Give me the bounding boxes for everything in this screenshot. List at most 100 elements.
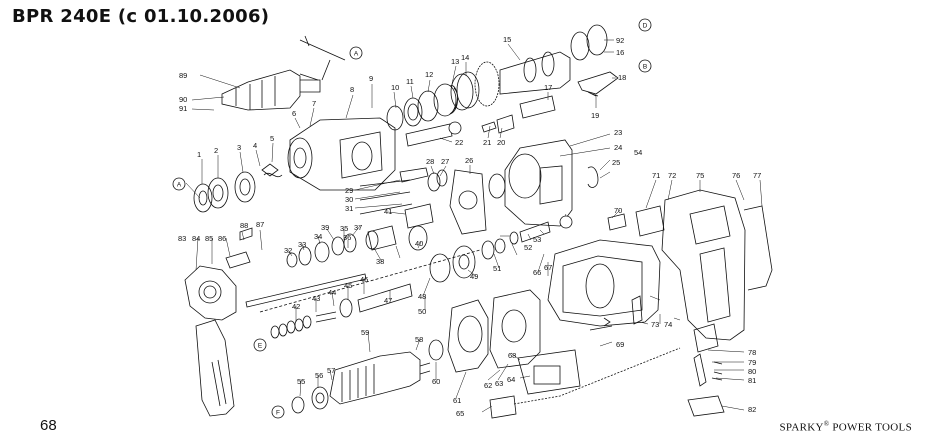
callout-b-circle — [638, 59, 652, 73]
part-label-10: 10 — [391, 83, 399, 92]
part-label-38: 38 — [376, 257, 384, 266]
callout-markers — [172, 18, 652, 419]
callout-e-label: E — [258, 343, 263, 350]
part-label-83: 83 — [178, 234, 186, 243]
part-label-50: 50 — [418, 307, 426, 316]
part-label-73: 73 — [651, 320, 659, 329]
part-label-92: 92 — [616, 36, 624, 45]
part-label-60: 60 — [432, 377, 440, 386]
part-label-51: 51 — [493, 264, 501, 273]
part-label-72: 72 — [668, 171, 676, 180]
callout-a-circle — [349, 46, 363, 60]
part-label-53: 53 — [533, 235, 541, 244]
part-label-33: 33 — [298, 240, 306, 249]
part-label-77: 77 — [753, 171, 761, 180]
clutch-assembly-drawing — [386, 24, 619, 131]
part-label-47: 47 — [384, 296, 392, 305]
part-label-29: 29 — [345, 186, 353, 195]
part-label-17: 17 — [544, 83, 552, 92]
callout-d-label: D — [643, 23, 648, 30]
part-label-88: 88 — [240, 221, 248, 230]
part-label-87: 87 — [256, 220, 264, 229]
intermediate-gears-drawing — [286, 167, 448, 268]
part-label-34: 34 — [314, 232, 322, 241]
leader-lines — [185, 39, 763, 413]
part-label-90: 90 — [179, 95, 187, 104]
callout-letters: A D B A E F — [177, 23, 648, 417]
part-label-42: 42 — [292, 302, 300, 311]
part-label-78: 78 — [748, 348, 756, 357]
part-label-20: 20 — [497, 138, 505, 147]
part-label-30: 30 — [345, 195, 353, 204]
brand-footer: SPARKY® POWER TOOLS — [780, 420, 913, 434]
part-label-81: 81 — [748, 376, 756, 385]
part-label-57: 57 — [327, 366, 335, 375]
chuck-key-drawing — [299, 35, 346, 81]
front-bearing-stack-drawing — [193, 163, 283, 213]
part-label-70: 70 — [614, 206, 622, 215]
part-label-5: 5 — [270, 134, 274, 143]
part-label-18: 18 — [618, 73, 626, 82]
part-label-66: 66 — [533, 268, 541, 277]
part-label-12: 12 — [425, 70, 433, 79]
callout-a-label: A — [354, 51, 359, 58]
gear-housing-drawing — [287, 117, 396, 191]
part-label-65: 65 — [456, 409, 464, 418]
part-label-71: 71 — [652, 171, 660, 180]
part-label-3: 3 — [237, 143, 241, 152]
depth-rod-drawing — [245, 273, 367, 308]
part-label-55: 55 — [297, 377, 305, 386]
part-label-52: 52 — [524, 243, 532, 252]
part-label-62: 62 — [484, 381, 492, 390]
armature-drawing — [291, 339, 444, 414]
part-label-39: 39 — [321, 223, 329, 232]
part-label-84: 84 — [192, 234, 200, 243]
part-label-80: 80 — [748, 367, 756, 376]
page-title: BPR 240E (c 01.10.2006) — [12, 6, 270, 27]
part-label-45: 45 — [344, 281, 352, 290]
brand-suffix: POWER TOOLS — [832, 421, 912, 434]
part-label-24: 24 — [614, 143, 622, 152]
part-label-46: 46 — [360, 275, 368, 284]
part-label-91: 91 — [179, 104, 187, 113]
part-number-labels: 1 2 3 4 5 6 7 8 9 10 11 12 13 14 15 16 1… — [178, 35, 761, 418]
part-label-35: 35 — [340, 224, 348, 233]
part-label-68: 68 — [508, 351, 516, 360]
part-label-22: 22 — [455, 138, 463, 147]
wiring-switch-drawing — [489, 295, 681, 419]
part-label-41: 41 — [384, 207, 392, 216]
intermediate-shaft-drawing — [259, 221, 551, 339]
part-label-56: 56 — [315, 371, 323, 380]
part-label-48: 48 — [418, 292, 426, 301]
registered-mark: ® — [823, 420, 830, 428]
part-label-40: 40 — [415, 239, 423, 248]
part-label-58: 58 — [415, 335, 423, 344]
part-label-59: 59 — [361, 328, 369, 337]
part-label-37: 37 — [354, 223, 362, 232]
part-label-74: 74 — [664, 320, 672, 329]
part-label-36: 36 — [343, 233, 351, 242]
part-label-75: 75 — [696, 171, 704, 180]
part-label-27: 27 — [441, 157, 449, 166]
part-label-86: 86 — [218, 234, 226, 243]
callout-b-label: B — [643, 64, 647, 71]
part-label-15: 15 — [503, 35, 511, 44]
part-label-14: 14 — [461, 53, 469, 62]
gearbox-cover-drawing — [449, 139, 599, 235]
part-label-6: 6 — [292, 109, 296, 118]
drill-chuck-drawing — [221, 69, 321, 111]
callout-c2-circle — [559, 215, 573, 229]
part-label-21: 21 — [483, 138, 491, 147]
part-label-82: 82 — [748, 405, 756, 414]
part-label-44: 44 — [328, 288, 336, 297]
part-label-7: 7 — [312, 99, 316, 108]
part-label-1: 1 — [197, 150, 201, 159]
side-handle-drawing — [184, 227, 253, 417]
part-label-67: 67 — [544, 263, 552, 272]
callout-a2-circle — [172, 177, 186, 191]
callout-f-label: F — [276, 410, 280, 417]
part-label-25: 25 — [612, 158, 620, 167]
brand-name: SPARKY — [779, 421, 824, 434]
part-label-28: 28 — [426, 157, 434, 166]
